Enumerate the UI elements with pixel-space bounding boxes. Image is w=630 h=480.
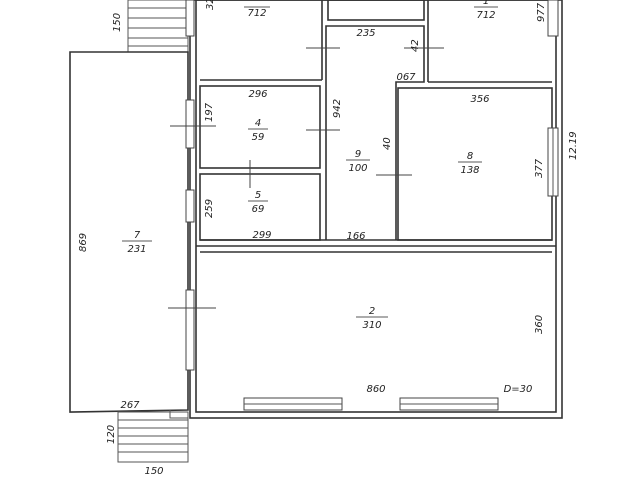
svg-text:860: 860 (366, 384, 385, 395)
svg-text:8: 8 (467, 151, 473, 162)
svg-text:296: 296 (248, 89, 267, 100)
svg-text:7: 7 (134, 230, 141, 241)
svg-text:166: 166 (346, 231, 365, 242)
room-8-label: 8 138 (458, 151, 482, 176)
svg-text:69: 69 (252, 204, 265, 215)
svg-text:360: 360 (534, 315, 545, 334)
svg-text:356: 356 (470, 94, 489, 105)
room-9-label: 9 100 (346, 149, 370, 174)
svg-text:869: 869 (78, 233, 89, 252)
room-7-veranda (69, 51, 189, 413)
svg-text:59: 59 (252, 132, 265, 143)
svg-text:120: 120 (106, 425, 117, 444)
room-labels: 712 1 712 4 59 5 69 9 100 8 138 7 (122, 0, 498, 331)
svg-text:138: 138 (460, 165, 479, 176)
dimension-labels: 150 320 235 42 067 977 296 197 942 40 35… (78, 0, 579, 477)
svg-text:977: 977 (536, 2, 547, 22)
svg-text:320: 320 (205, 0, 216, 10)
room-top-right-label: 1 712 (474, 0, 498, 21)
svg-text:267: 267 (120, 400, 140, 411)
svg-text:5: 5 (255, 190, 261, 201)
door-ticks (168, 47, 444, 309)
room-2-label: 2 310 (356, 306, 388, 331)
svg-text:942: 942 (332, 99, 343, 118)
interior-walls (196, 0, 556, 253)
svg-text:100: 100 (348, 163, 367, 174)
outer-walls (189, 0, 563, 419)
windows (185, 0, 559, 411)
svg-text:42: 42 (410, 39, 421, 52)
svg-text:235: 235 (356, 28, 375, 39)
room-5-label: 5 69 (248, 190, 268, 215)
svg-text:377: 377 (534, 158, 545, 178)
svg-text:299: 299 (252, 230, 271, 241)
svg-text:40: 40 (382, 137, 393, 150)
svg-text:D=30: D=30 (504, 384, 533, 395)
room-7-label: 7 231 (122, 230, 152, 255)
svg-text:12.19: 12.19 (568, 131, 579, 160)
stair-bottom (117, 410, 189, 463)
svg-text:9: 9 (355, 149, 361, 160)
svg-text:310: 310 (362, 320, 381, 331)
svg-text:067: 067 (396, 72, 416, 83)
svg-text:150: 150 (144, 466, 163, 477)
svg-text:259: 259 (204, 199, 215, 218)
room-top-left-label: 712 (244, 6, 270, 19)
svg-text:4: 4 (255, 118, 261, 129)
svg-text:2: 2 (369, 306, 375, 317)
svg-text:150: 150 (112, 13, 123, 32)
svg-text:712: 712 (247, 8, 266, 19)
svg-text:712: 712 (476, 10, 495, 21)
svg-text:1: 1 (483, 0, 489, 7)
room-4-label: 4 59 (248, 118, 268, 143)
svg-text:231: 231 (127, 244, 146, 255)
stair-top (127, 0, 189, 53)
svg-text:197: 197 (204, 102, 215, 122)
